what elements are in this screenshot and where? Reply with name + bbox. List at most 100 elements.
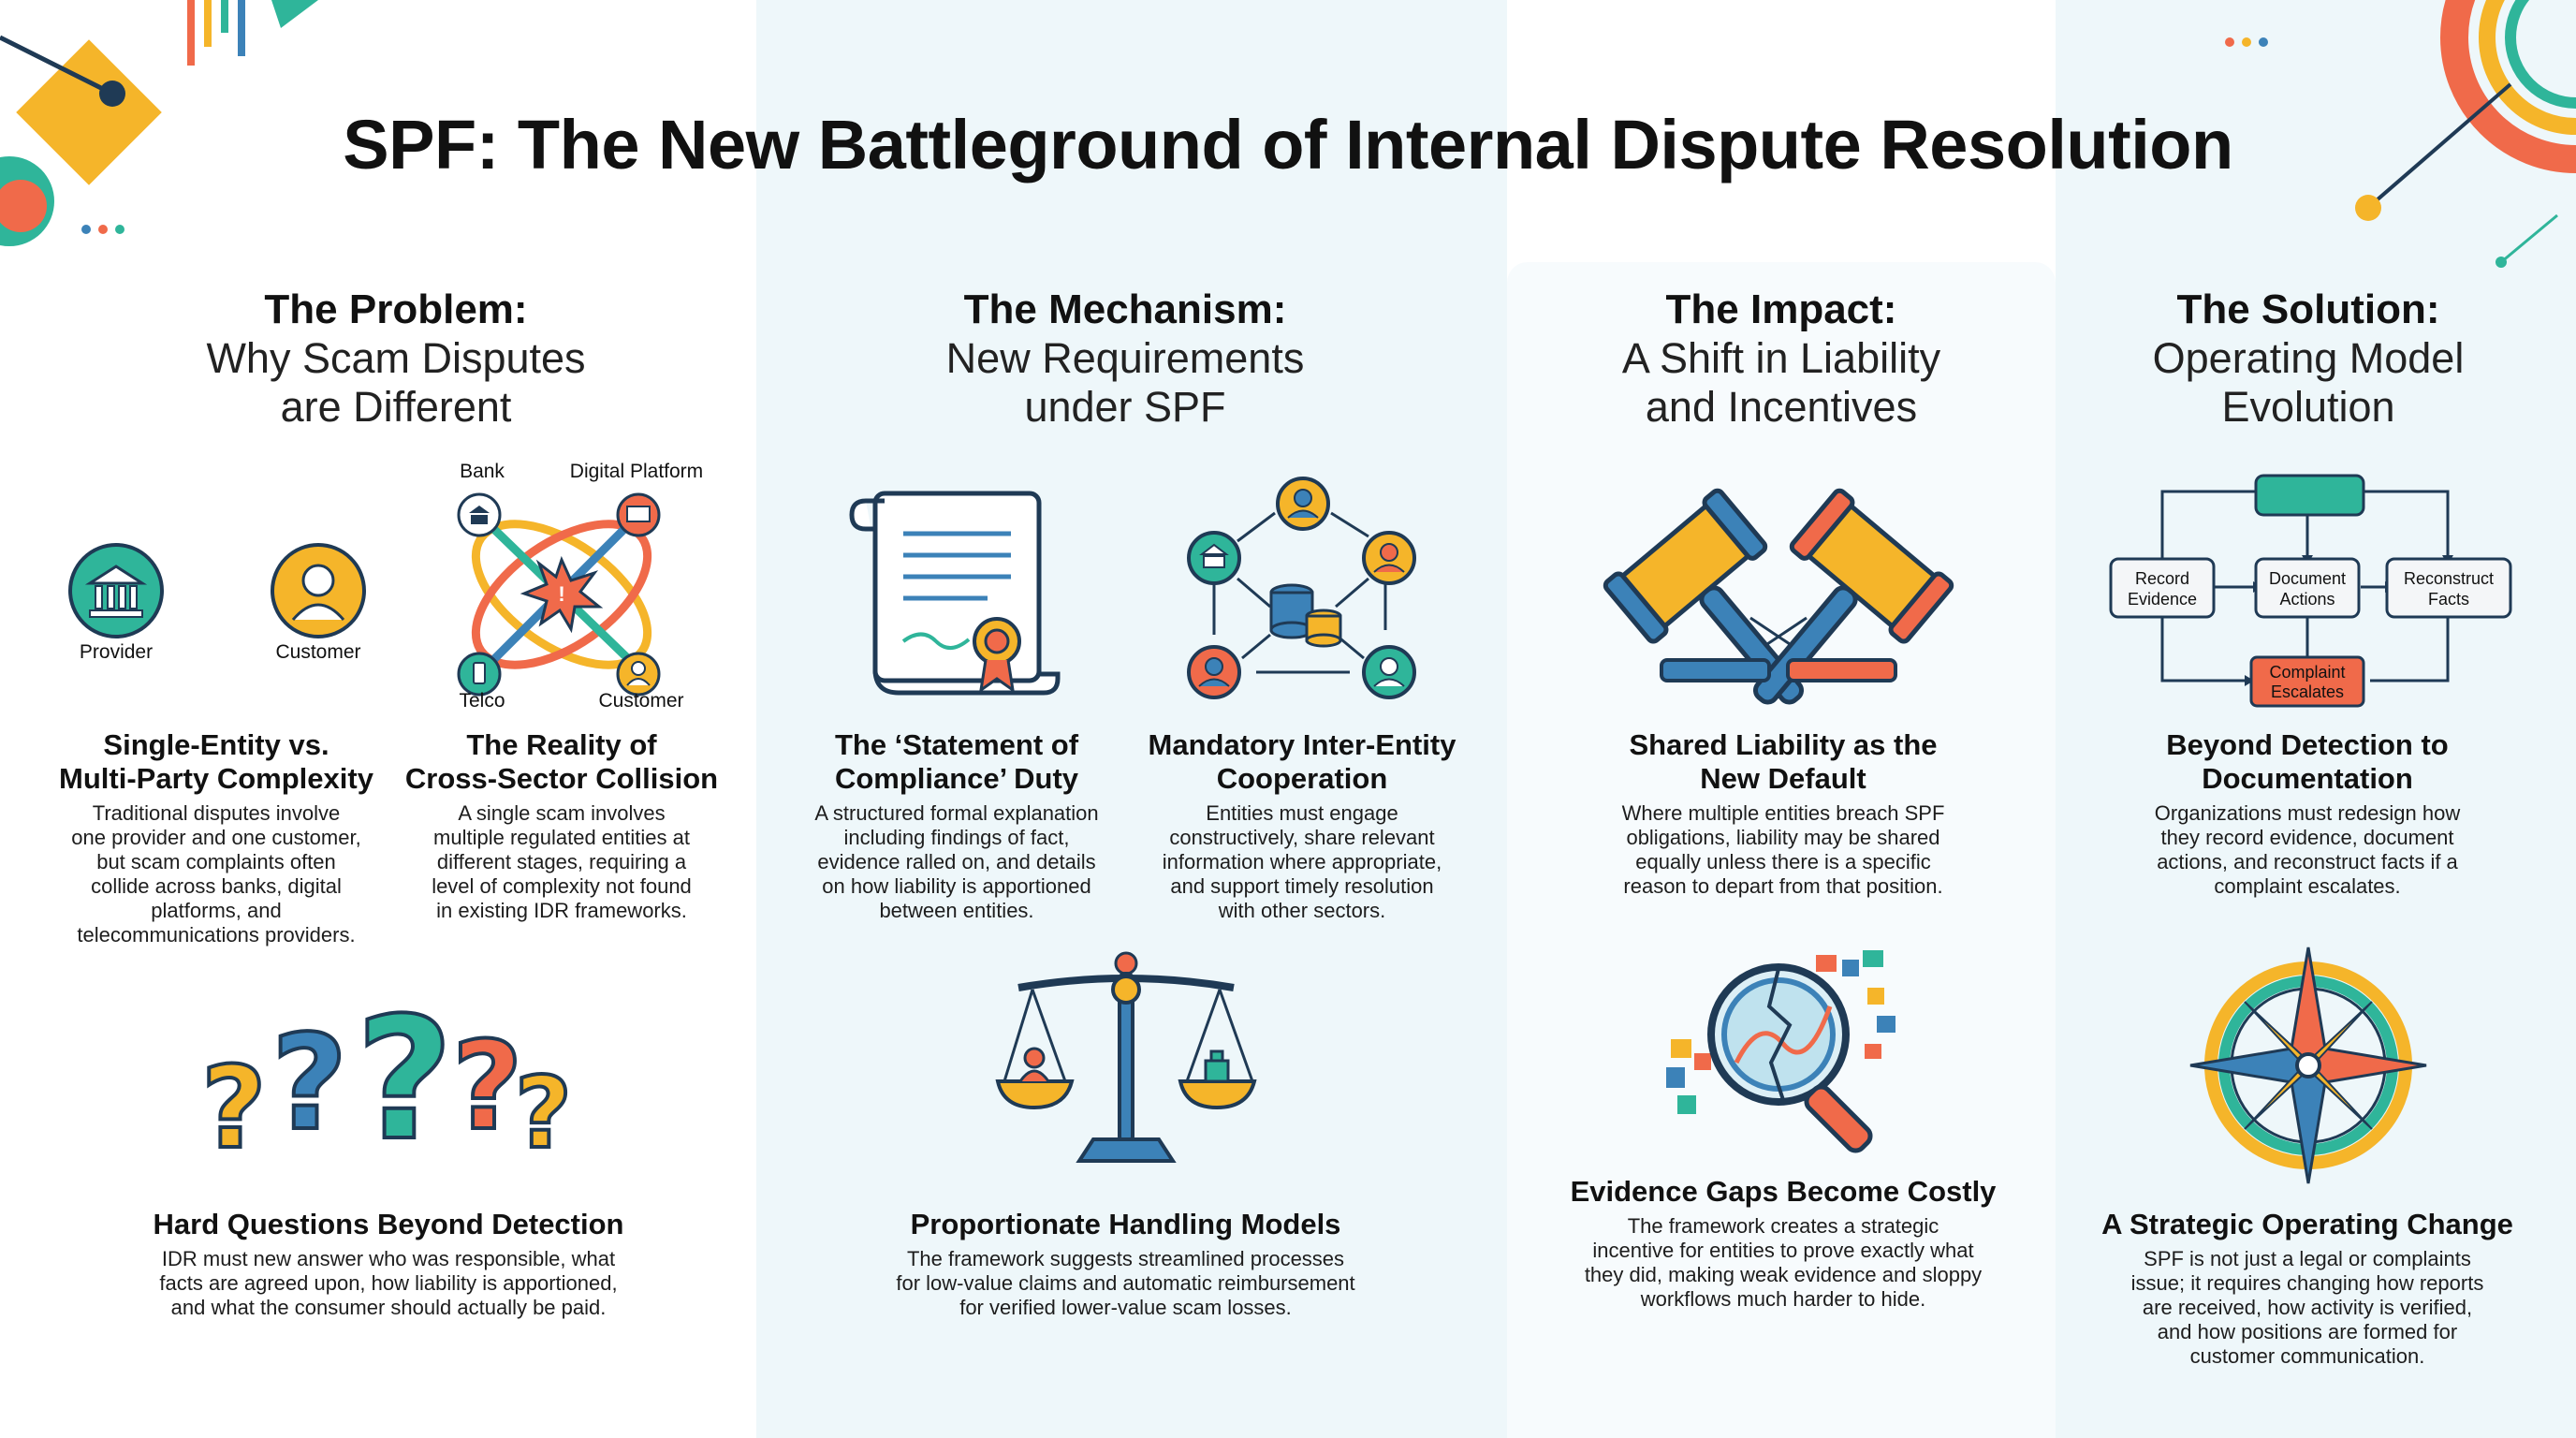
problem-heading: The Problem: Why Scam Disputes are Diffe…	[115, 286, 677, 432]
solution-heading-title: The Solution:	[2176, 286, 2440, 332]
strategic-change-title: A Strategic Operating Change	[2101, 1208, 2513, 1240]
magnifier-evidence-gap-icon	[1666, 950, 1895, 1153]
evidence-gaps-desc-line-3: they did, making weak evidence and slopp…	[1584, 1263, 1983, 1286]
strategic-change-section: A Strategic Operating Change SPF is not …	[2097, 1208, 2518, 1369]
gavels-icon	[1603, 488, 1954, 705]
statement-desc-line-3: evidence ralled on, and details	[817, 850, 1096, 873]
hard-questions-title: Hard Questions Beyond Detection	[153, 1208, 624, 1240]
impact-subheading-line-2: and Incentives	[1645, 383, 1918, 431]
solution-heading: The Solution: Operating Model Evolution	[2027, 286, 2576, 432]
flow-node-reconstruct-facts	[2385, 557, 2512, 619]
hard-questions-section: Hard Questions Beyond Detection IDR must…	[140, 1208, 637, 1320]
hard-questions-desc-line-1: IDR must new answer who was responsible,…	[161, 1247, 616, 1270]
beyond-detection-desc-line-2: they record evidence, document	[2160, 826, 2454, 849]
svg-text:?: ?	[271, 1007, 347, 1160]
cross-sector-title-line-2: Cross-Sector Collision	[404, 762, 719, 795]
statement-desc-line-2: including findings of fact,	[843, 826, 1070, 849]
svg-text:?: ?	[201, 1044, 267, 1174]
shared-liability-title-line-1: Shared Liability as the	[1629, 728, 1938, 761]
evidence-gaps-desc-line-2: incentive for entities to prove exactly …	[1592, 1239, 1974, 1262]
decorative-shapes-top-right	[2225, 0, 2576, 268]
cooperation-desc-line-2: constructively, share relevant	[1169, 826, 1435, 849]
beyond-detection-section: Beyond Detection to Documentation Organi…	[2125, 728, 2490, 899]
beyond-detection-desc-line-3: actions, and reconstruct facts if a	[2157, 850, 2458, 873]
svg-text:!: !	[558, 582, 564, 606]
customer-label: Customer	[275, 641, 361, 663]
telco-label: Telco	[459, 690, 505, 712]
flow-document-line-2: Actions	[2279, 590, 2334, 609]
shared-liability-section: Shared Liability as the New Default Wher…	[1577, 728, 1989, 899]
single-entity-title-line-2: Multi-Party Complexity	[59, 762, 373, 795]
flow-complaint-line-1: Complaint	[2269, 663, 2345, 682]
proportionate-desc-line-2: for low-value claims and automatic reimb…	[896, 1271, 1355, 1295]
cooperation-title-line-2: Cooperation	[1216, 762, 1388, 795]
shared-liability-desc-line-3: equally unless there is a specific	[1635, 850, 1931, 873]
flow-node-record-evidence	[2109, 557, 2216, 619]
beyond-detection-desc-line-4: complaint escalates.	[2214, 874, 2401, 898]
statement-of-compliance-section: The ‘Statement of Compliance’ Duty A str…	[798, 728, 1116, 923]
inter-entity-cooperation-section: Mandatory Inter-Entity Cooperation Entit…	[1140, 728, 1464, 923]
flow-reconstruct-line-2: Facts	[2428, 590, 2469, 609]
statement-desc-line-4: on how liability is apportioned	[822, 874, 1091, 898]
statement-title-line-2: Compliance’ Duty	[834, 762, 1079, 795]
single-entity-desc-line-2: one provider and one customer,	[71, 826, 361, 849]
inter-entity-network-icon	[1187, 477, 1416, 699]
single-entity-desc-line-1: Traditional disputes involve	[92, 801, 341, 825]
beyond-detection-title-line-2: Documentation	[2202, 762, 2413, 795]
beyond-detection-title-line-1: Beyond Detection to	[2166, 728, 2449, 761]
customer-person-icon	[271, 543, 366, 638]
single-entity-desc-line-4: collide across banks, digital	[91, 874, 342, 898]
evidence-gaps-title: Evidence Gaps Become Costly	[1570, 1175, 1997, 1208]
impact-panel-background	[1507, 262, 2056, 1438]
strategic-change-desc-line-1: SPF is not just a legal or complaints	[2144, 1247, 2471, 1270]
strategic-change-desc-line-5: customer communication.	[2189, 1344, 2425, 1368]
strategic-change-desc-line-2: issue; it requires changing how reports	[2130, 1271, 2484, 1295]
svg-text:?: ?	[356, 982, 453, 1178]
statement-desc-line-1: A structured formal explanation	[814, 801, 1099, 825]
cooperation-desc-line-4: and support timely resolution	[1170, 874, 1434, 898]
cooperation-title-line-1: Mandatory Inter-Entity	[1148, 728, 1456, 761]
cross-sector-desc-line-3: different stages, requiring a	[436, 850, 687, 873]
digital-platform-label: Digital Platform	[569, 461, 704, 482]
scroll-document-icon	[849, 491, 1061, 696]
beyond-detection-desc-line-1: Organizations must redesign how	[2154, 801, 2461, 825]
page-title: SPF: The New Battleground of Internal Di…	[343, 106, 2233, 183]
cooperation-desc-line-1: Entities must engage	[1206, 801, 1398, 825]
process-flow-diagram: Record Evidence Document Actions Reconst…	[2109, 474, 2512, 708]
single-entity-desc-line-5: platforms, and	[151, 899, 282, 922]
strategic-change-desc-line-3: are received, how activity is verified,	[2142, 1296, 2473, 1319]
mechanism-heading-title: The Mechanism:	[963, 286, 1287, 332]
proportionate-desc-line-1: The framework suggests streamlined proce…	[906, 1247, 1345, 1270]
cross-sector-desc-line-5: in existing IDR frameworks.	[436, 899, 687, 922]
cross-sector-section: The Reality of Cross-Sector Collision A …	[395, 728, 728, 923]
problem-subheading-line-2: are Different	[280, 383, 512, 431]
solution-panel-background	[2056, 0, 2576, 1438]
cross-sector-desc-line-1: A single scam involves	[458, 801, 666, 825]
shared-liability-desc-line-4: reason to depart from that position.	[1623, 874, 1943, 898]
impact-heading: The Impact: A Shift in Liability and Inc…	[1500, 286, 2062, 432]
single-entity-title-line-1: Single-Entity vs.	[103, 728, 329, 761]
flow-reconstruct-line-1: Reconstruct	[2404, 569, 2494, 588]
statement-title-line-1: The ‘Statement of	[834, 728, 1079, 761]
single-entity-desc-line-6: telecommunications providers.	[77, 923, 356, 946]
balance-scale-icon	[995, 951, 1257, 1163]
single-entity-desc-line-3: but scam complaints often	[96, 850, 336, 873]
shared-liability-desc-line-1: Where multiple entities breach SPF	[1621, 801, 1945, 825]
question-marks-icon: ? ? ? ? ?	[199, 980, 574, 1180]
cooperation-desc-line-3: information where appropriate,	[1162, 850, 1442, 873]
statement-desc-line-5: between entities.	[879, 899, 1034, 922]
cross-sector-collision-icon: !	[457, 492, 661, 697]
flow-record-line-2: Evidence	[2128, 590, 2197, 609]
mechanism-subheading-line-2: under SPF	[1024, 383, 1226, 431]
svg-text:?: ?	[452, 1015, 522, 1157]
impact-subheading-line-1: A Shift in Liability	[1621, 334, 1941, 382]
provider-label: Provider	[79, 641, 154, 663]
bank-label: Bank	[460, 461, 505, 482]
flow-document-line-1: Document	[2269, 569, 2346, 588]
proportionate-handling-section: Proportionate Handling Models The framew…	[842, 1208, 1409, 1320]
hard-questions-desc-line-2: facts are agreed upon, how liability is …	[159, 1271, 618, 1295]
evidence-gaps-section: Evidence Gaps Become Costly The framewor…	[1565, 1175, 2001, 1312]
proportionate-title: Proportionate Handling Models	[910, 1208, 1341, 1240]
single-entity-section: Single-Entity vs. Multi-Party Complexity…	[47, 728, 386, 947]
mechanism-subheading-line-1: New Requirements	[945, 334, 1305, 382]
